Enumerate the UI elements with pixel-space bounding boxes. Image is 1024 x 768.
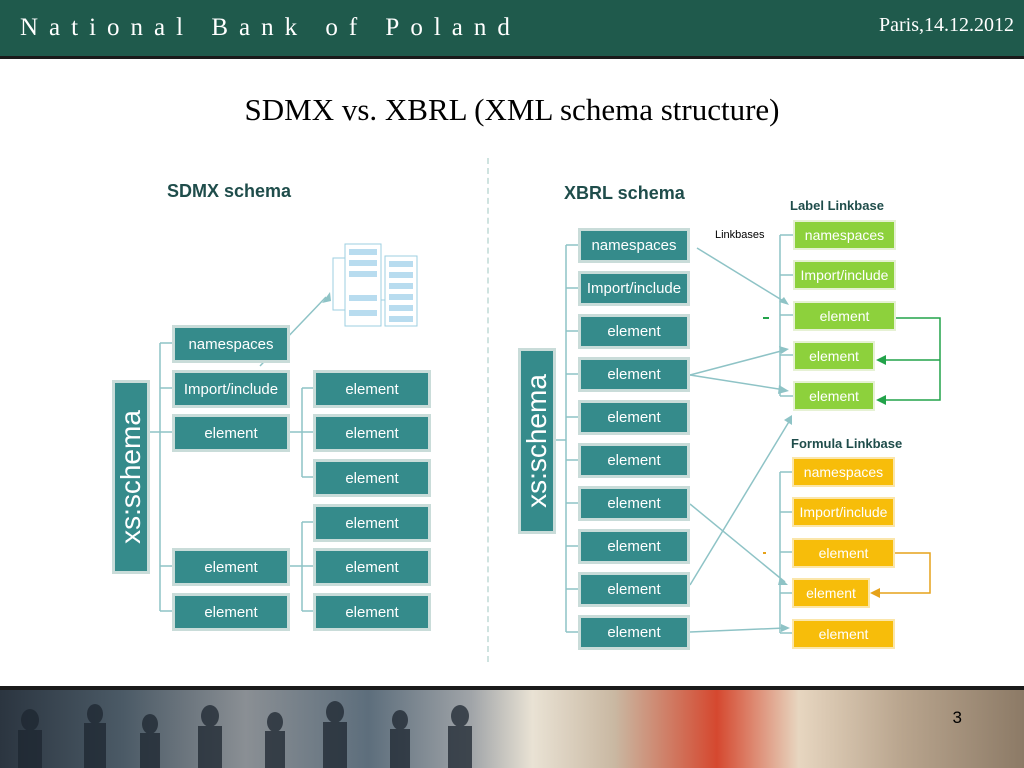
label-linkbase-import-include: Import/include <box>793 260 896 290</box>
formula-linkbase-heading: Formula Linkbase <box>791 436 903 451</box>
sdmx-element: element <box>172 593 290 631</box>
xbrl-element: element <box>578 400 690 435</box>
place-date: Paris,14.12.2012 <box>879 14 1014 36</box>
formula-linkbase-import-include: Import/include <box>792 497 895 527</box>
header-bar: National Bank of Poland Paris,14.12.2012 <box>0 0 1024 56</box>
label-linkbase-element: element <box>793 381 875 411</box>
xbrl-xs-schema-root: xs:schema <box>518 348 556 534</box>
page-number: 3 <box>952 708 962 727</box>
sdmx-sub-element: element <box>313 548 431 586</box>
xbrl-element: element <box>578 443 690 478</box>
sdmx-element: element <box>172 548 290 586</box>
crowd-photo <box>18 701 472 768</box>
xbrl-element: element <box>578 357 690 392</box>
label-linkbase-heading: Label Linkbase <box>790 198 884 213</box>
sdmx-sub-element: element <box>313 593 431 631</box>
sdmx-sub-element: element <box>313 504 431 542</box>
label-linkbase-namespaces: namespaces <box>793 220 896 250</box>
bank-name: National Bank of Poland <box>20 14 521 41</box>
sdmx-schema-heading: SDMX schema <box>167 181 292 201</box>
xbrl-element: element <box>578 615 690 650</box>
xbrl-element: element <box>578 529 690 564</box>
footer-divider <box>0 686 1024 690</box>
footer-photo-strip <box>0 690 1024 768</box>
sdmx-root-label: xs:schema <box>115 410 146 544</box>
xbrl-root-label: xs:schema <box>521 374 552 508</box>
linkbases-label: Linkbases <box>715 229 765 241</box>
formula-linkbase-element: element <box>792 578 870 608</box>
slide-title: SDMX vs. XBRL (XML schema structure) <box>244 92 780 127</box>
label-linkbase-element: element <box>793 341 875 371</box>
xbrl-import-include: Import/include <box>578 271 690 306</box>
xbrl-schema-heading: XBRL schema <box>564 183 685 203</box>
sdmx-element: element <box>172 414 290 452</box>
formula-linkbase-element: element <box>792 538 895 568</box>
xbrl-element: element <box>578 314 690 349</box>
sdmx-import-include: Import/include <box>172 370 290 408</box>
formula-linkbase-namespaces: namespaces <box>792 457 895 487</box>
sdmx-sub-element: element <box>313 414 431 452</box>
xbrl-namespaces: namespaces <box>578 228 690 263</box>
xbrl-element: element <box>578 572 690 607</box>
header-divider <box>0 56 1024 59</box>
label-linkbase-element: element <box>793 301 896 331</box>
section-divider <box>487 158 489 662</box>
sdmx-namespaces: namespaces <box>172 325 290 363</box>
sdmx-sub-element: element <box>313 459 431 497</box>
formula-linkbase-element: element <box>792 619 895 649</box>
sdmx-xs-schema-root: xs:schema <box>112 380 150 574</box>
xbrl-element: element <box>578 486 690 521</box>
sdmx-sub-element: element <box>313 370 431 408</box>
